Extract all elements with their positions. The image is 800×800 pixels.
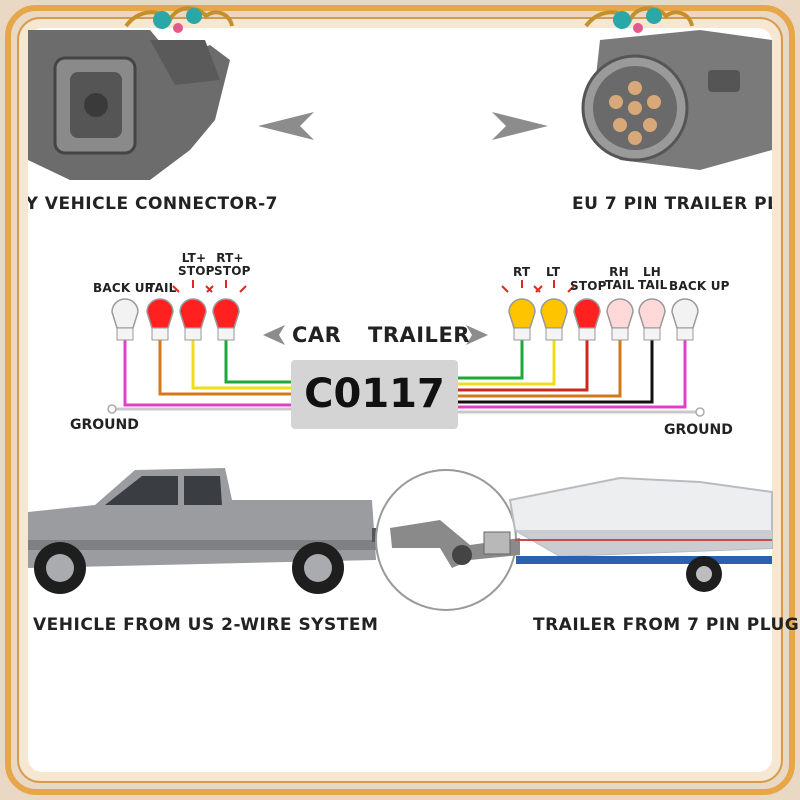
vehicle-wires (107, 340, 292, 414)
trailer-wires (458, 340, 705, 417)
vehicle-bulb-label: TAIL (147, 281, 177, 295)
car-arrow-icon (263, 325, 285, 345)
light-bulb-icon (501, 280, 543, 341)
trailer-plug-label: EU 7 PIN TRAILER PLUG (572, 194, 772, 214)
trailer-arrow-icon (466, 325, 488, 345)
top-right-ornament (584, 6, 694, 33)
trailer-direction-label: TRAILER (368, 323, 470, 347)
boat-trailer-photo (508, 476, 773, 592)
vehicle-connector-photo (28, 30, 230, 180)
trailer-bulb-label: BACK UP (669, 279, 730, 293)
trailer-bulb-label: LT (546, 265, 561, 279)
light-bulb-icon (172, 280, 214, 341)
vehicle-ground-label: GROUND (70, 417, 139, 433)
light-bulb-icon (146, 298, 174, 341)
trailer-bulbs (501, 280, 699, 341)
trailer-bulb-label: STOP (570, 279, 607, 293)
vehicle-bulb-label: BACK UP (93, 281, 154, 295)
vehicle-bulbs (111, 280, 247, 341)
light-bulb-icon (533, 280, 575, 341)
trailer-bulb-label: LH TAIL (638, 265, 668, 292)
right-arrow-icon (492, 112, 548, 140)
light-bulb-icon (606, 298, 634, 341)
left-arrow-icon (258, 112, 314, 140)
vehicle-caption: VEHICLE FROM US 2-WIRE SYSTEM (33, 615, 379, 635)
model-code-box: C0117 (291, 360, 458, 429)
top-left-ornament (124, 6, 234, 33)
light-bulb-icon (111, 298, 139, 341)
light-bulb-icon (205, 280, 247, 341)
trailer-bulb-label: RT (513, 265, 531, 279)
trailer-ground-label: GROUND (664, 422, 733, 438)
light-bulb-icon (671, 298, 699, 341)
trailer-caption: TRAILER FROM 7 PIN PLUG (533, 615, 800, 635)
vehicle-bulb-label: LT+ STOP (178, 251, 215, 278)
model-code: C0117 (304, 371, 445, 417)
light-bulb-icon (638, 298, 666, 341)
hitch-detail-photo (375, 469, 520, 611)
trailer-plug-photo (581, 30, 772, 170)
trailer-bulb-label: RH TAIL (605, 265, 635, 292)
car-direction-label: CAR (292, 323, 342, 347)
vehicle-connector-label: 7-WAY VEHICLE CONNECTOR (28, 194, 278, 214)
light-bulb-icon (573, 298, 601, 341)
vehicle-bulb-label: RT+ STOP (214, 251, 251, 278)
